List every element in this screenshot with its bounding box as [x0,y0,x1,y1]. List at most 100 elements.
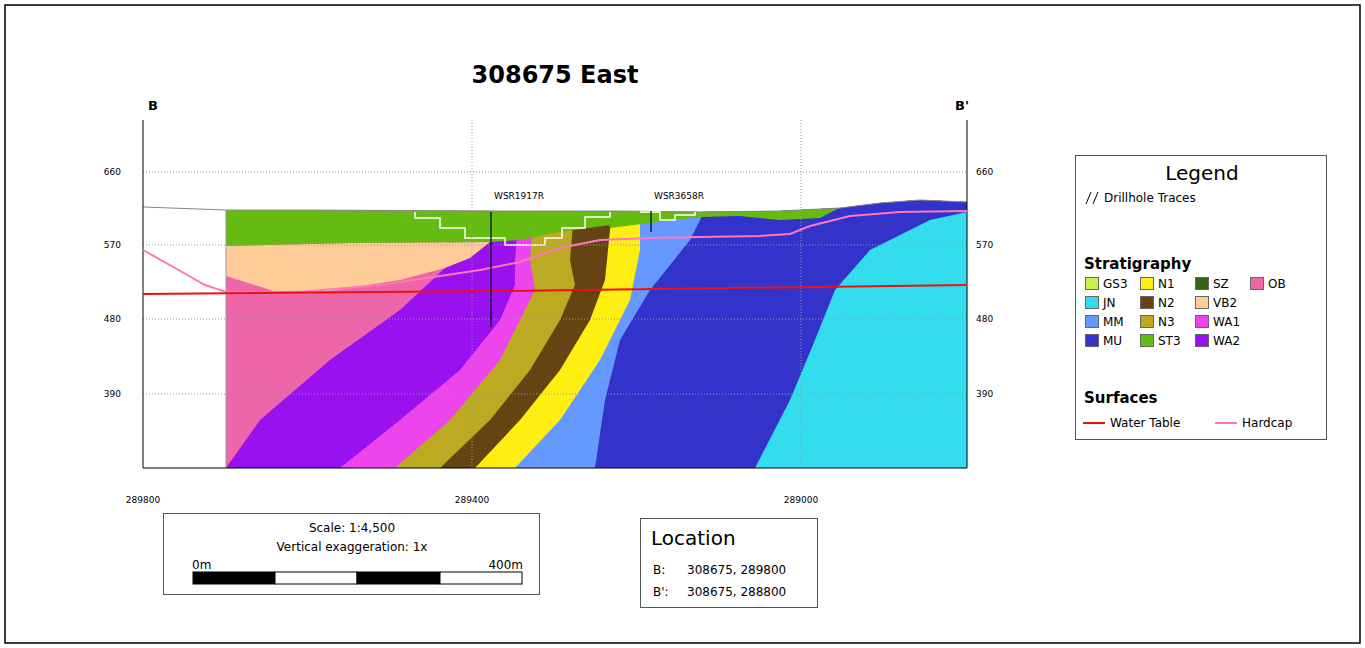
grid-line [472,120,473,468]
st3-unit [600,205,845,228]
northing-tick: 289000 [784,495,818,506]
legend-label: ST3 [1158,334,1181,348]
location-key: B: [653,563,665,577]
axis-line [967,120,968,468]
legend-label: MU [1103,334,1122,348]
legend-subheading: Surfaces [1084,389,1158,407]
vb2-unit [226,242,490,293]
grid-line [143,394,967,395]
st3-unit [220,200,640,246]
hardcap-surface [143,211,967,292]
location-heading: Location [651,526,736,550]
drillhole-symbol [1085,191,1101,205]
pit-outline [415,212,610,245]
n3-unit [395,150,1000,470]
legend-label: N1 [1158,277,1175,291]
elevation-tick: 660 [104,167,121,178]
legend-swatch [1195,296,1209,309]
legend-label: WA2 [1213,334,1240,348]
northing-tick: 289800 [126,495,160,506]
legend-subheading: Stratigraphy [1084,255,1191,273]
legend-label: N3 [1158,315,1175,329]
legend-swatch [1140,296,1154,309]
scale-segment [357,572,440,584]
drillhole-symbol-stroke [1086,192,1091,204]
section-title: 308675 East [472,61,639,90]
legend-label: Water Table [1110,416,1180,430]
elevation-tick: 480 [976,314,993,325]
legend-swatch [1250,277,1264,290]
strata [220,150,1020,480]
legend-swatch [1085,296,1099,309]
legend-swatch [1195,277,1209,290]
mm-unit [515,150,1000,470]
legend-label: OB [1268,277,1286,291]
line-sample-stroke [1083,422,1105,424]
legend-swatch [1195,315,1209,328]
scale-tick-label: 400m [488,558,523,572]
elevation-tick: 390 [104,389,121,400]
legend-label: Hardcap [1242,416,1292,430]
elevation-tick: 390 [976,389,993,400]
elevation-tick: 570 [976,240,993,251]
line-sample [1083,420,1107,426]
mu-unit [595,150,1000,470]
n2-unit [440,150,1000,470]
legend-label: N2 [1158,296,1175,310]
scale-text: Scale: 1:4,500 [309,521,395,535]
drillhole-trace [650,211,651,232]
line-sample [1215,420,1239,426]
axes [143,120,967,468]
grid-line [801,120,802,468]
section-edge [226,210,227,468]
legend-label: GS3 [1103,277,1128,291]
page-frame [5,5,1360,643]
elevation-tick: 660 [976,167,993,178]
legend-swatch [1140,315,1154,328]
wa2-unit [226,150,1000,470]
legend-heading: Legend [1165,161,1238,185]
scale-box: Scale: 1:4,500Vertical exaggeration: 1x 0… [163,513,540,595]
northing-tick: 289400 [455,495,489,506]
elevation-tick: 570 [104,240,121,251]
section-end-label: B [148,98,158,114]
pit-outline [640,212,695,220]
legend-swatch [1085,334,1099,347]
legend-swatch [1085,277,1099,290]
drillhole-label: WSR3658R [654,191,704,202]
legend-label: JN [1103,296,1116,310]
topography-line [143,200,967,212]
axis-line [143,468,967,469]
legend-swatch [1085,315,1099,328]
scale-segment [440,572,522,584]
grid-lines [143,120,967,468]
water-table-surface [143,285,967,294]
legend-label: VB2 [1213,296,1237,310]
jn-unit [755,150,1000,470]
legend-swatch [1140,334,1154,347]
scale-segment [275,572,357,584]
location-key: B': [653,585,669,599]
drillhole-trace [490,212,491,327]
location-box: LocationB: 308675, 289800B': 308675, 28880… [640,518,818,608]
drillhole-symbol-stroke [1093,192,1098,204]
legend-label: Drillhole Traces [1104,191,1196,205]
grid-line [143,172,967,173]
legend-label: SZ [1213,277,1229,291]
ob-unit [220,150,1020,480]
location-coordinate: 308675, 288800 [687,585,786,599]
legend-label: MM [1103,315,1124,329]
grid-line [143,319,967,320]
grid-line [143,245,967,246]
scale-tick-label: 0m [192,558,211,572]
section-end-label: B' [955,98,969,114]
location-coordinate: 308675, 289800 [687,563,786,577]
line-sample-stroke [1215,422,1237,424]
legend-swatch [1140,277,1154,290]
drillhole-label: WSR1917R [494,191,544,202]
wa1-unit [340,150,1000,470]
scale-text: Vertical exaggeration: 1x [277,540,428,554]
scale-bar [193,572,522,584]
legend-swatch [1195,334,1209,347]
